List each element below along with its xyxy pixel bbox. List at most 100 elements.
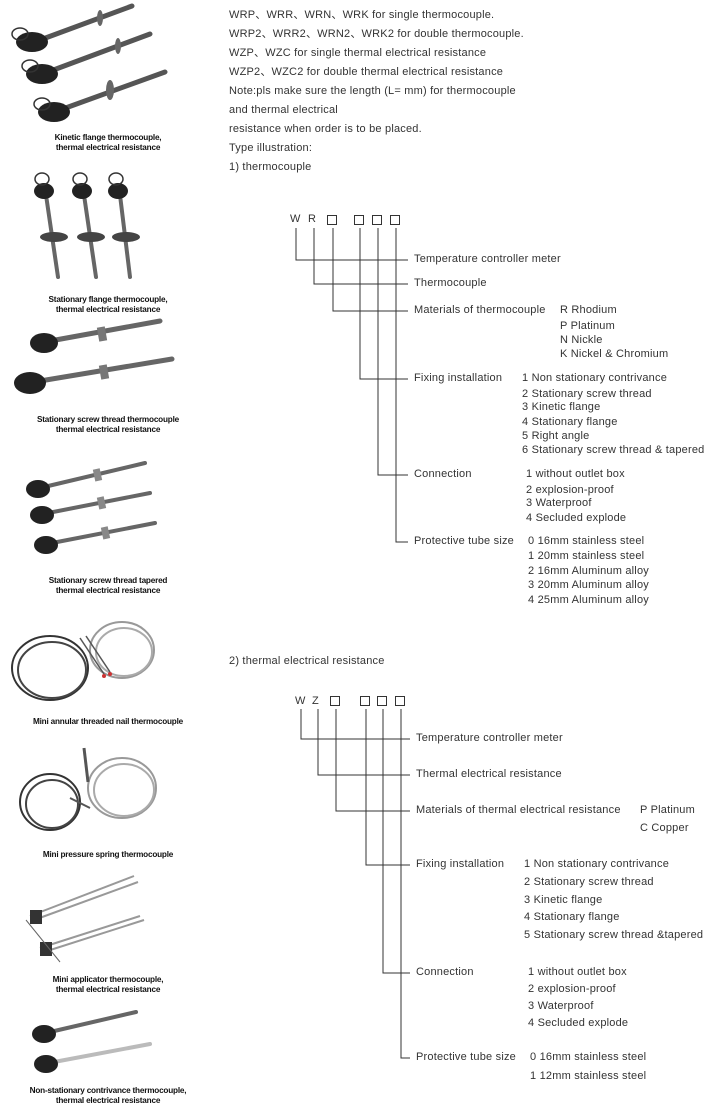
code-slot-box <box>377 696 387 706</box>
product-stationary-screw-thread: Stationary screw thread thermocouple the… <box>0 313 210 434</box>
legend-label: Thermal electrical resistance <box>416 768 562 780</box>
code-slot-box <box>372 215 382 225</box>
code-letter: W <box>295 695 306 707</box>
legend-option: 2 explosion-proof <box>528 983 616 995</box>
intro-line: and thermal electrical <box>229 104 338 116</box>
legend-option: 6 Stationary screw thread & tapered <box>522 444 705 456</box>
legend-option: 3 Waterproof <box>526 497 592 509</box>
code-slot-box <box>390 215 400 225</box>
legend-option: 1 Non stationary contrivance <box>524 858 670 870</box>
legend-option: 1 without outlet box <box>526 468 625 480</box>
legend-option: 4 Secluded explode <box>526 512 627 524</box>
product-caption: Kinetic flange thermocouple, thermal ele… <box>8 133 208 153</box>
legend-option: 2 16mm Aluminum alloy <box>528 565 649 577</box>
mini-pressure-spring-sensor-image <box>19 747 157 831</box>
caption-line: thermal electrical resistance <box>55 305 161 314</box>
legend-option: P Platinum <box>560 320 615 332</box>
mini-annular-sensor-image <box>11 621 155 701</box>
legend-label: Fixing installation <box>414 372 503 384</box>
legend-option: 2 Stationary screw thread <box>522 388 652 400</box>
legend-label: Protective tube size <box>416 1051 516 1063</box>
caption-line: thermal electrical resistance <box>55 143 161 152</box>
caption-line: Kinetic flange thermocouple, <box>54 133 162 142</box>
code-slot-box <box>354 215 364 225</box>
caption-line: Non-stationary contrivance thermocouple, <box>29 1086 187 1095</box>
intro-line: Note:pls make sure the length (L= mm) fo… <box>229 85 516 97</box>
product-non-stationary: Non-stationary contrivance thermocouple,… <box>0 1008 210 1105</box>
code-slot-box <box>327 215 337 225</box>
product-caption: Mini pressure spring thermocouple <box>8 850 208 860</box>
code-letter: R <box>308 213 317 225</box>
legend-label: Materials of thermal electrical resistan… <box>416 804 621 816</box>
legend-option: 5 Stationary screw thread &tapered <box>524 929 704 941</box>
legend-label: Temperature controller meter <box>416 732 563 744</box>
legend-option: 3 Waterproof <box>528 1000 594 1012</box>
legend-option: K Nickel & Chromium <box>560 348 669 360</box>
code-letter: Z <box>312 695 320 707</box>
legend-option: 4 Stationary flange <box>524 911 620 923</box>
legend-option: 1 12mm stainless steel <box>530 1070 647 1082</box>
legend-option: C Copper <box>640 822 689 834</box>
caption-line: Stationary screw thread thermocouple <box>36 415 180 424</box>
product-mini-annular: Mini annular threaded nail thermocouple <box>0 608 210 726</box>
intro-notes: WRP、WRR、WRN、WRK for single thermocouple.… <box>229 6 524 177</box>
resistance-heading: 2) thermal electrical resistance <box>229 655 385 667</box>
product-caption: Mini applicator thermocouple, thermal el… <box>8 975 208 995</box>
stationary-screw-thread-sensor-image <box>14 318 175 394</box>
legend-label: Materials of thermocouple <box>414 304 546 316</box>
stationary-flange-sensor-image <box>34 172 140 279</box>
legend-option: 1 Non stationary contrivance <box>522 372 668 384</box>
product-stationary-screw-thread-tapered: Stationary screw thread tapered thermal … <box>0 455 210 595</box>
caption-line: Mini applicator thermocouple, <box>52 975 164 984</box>
intro-line: WRP、WRR、WRN、WRK for single thermocouple. <box>229 9 495 21</box>
code-letter: W <box>290 213 301 225</box>
intro-line: 1) thermocouple <box>229 161 312 173</box>
legend-option: 1 without outlet box <box>528 966 627 978</box>
legend-option: 3 Kinetic flange <box>524 894 603 906</box>
product-caption: Stationary screw thread thermocouple the… <box>8 415 208 435</box>
product-mini-applicator: Mini applicator thermocouple, thermal el… <box>0 872 210 994</box>
code-slot-box <box>360 696 370 706</box>
intro-line: Type illustration: <box>229 142 313 154</box>
legend-label: Protective tube size <box>414 535 514 547</box>
legend-option: 3 20mm Aluminum alloy <box>528 579 649 591</box>
product-column: Kinetic flange thermocouple, thermal ele… <box>0 0 210 1106</box>
legend-option: 4 Secluded explode <box>528 1017 629 1029</box>
legend-label: Connection <box>414 468 472 480</box>
legend-option: 4 25mm Aluminum alloy <box>528 594 649 606</box>
legend-label: Temperature controller meter <box>414 253 561 265</box>
legend-label: Fixing installation <box>416 858 505 870</box>
product-caption: Stationary screw thread tapered thermal … <box>8 576 208 596</box>
code-slot-box <box>330 696 340 706</box>
intro-line: resistance when order is to be placed. <box>229 123 422 135</box>
caption-line: Mini annular threaded nail thermocouple <box>32 717 184 726</box>
product-mini-pressure-spring: Mini pressure spring thermocouple <box>0 742 210 859</box>
intro-line: WZP2、WZC2 for double thermal electrical … <box>229 66 504 78</box>
legend-option: 1 20mm stainless steel <box>528 550 645 562</box>
legend-option: 3 Kinetic flange <box>522 401 601 413</box>
legend-option: 4 Stationary flange <box>522 416 618 428</box>
caption-line: thermal electrical resistance <box>55 985 161 994</box>
intro-line: WRP2、WRR2、WRN2、WRK2 for double thermocou… <box>229 28 524 40</box>
caption-line: Stationary screw thread tapered <box>48 576 168 585</box>
legend-option: 5 Right angle <box>522 430 590 442</box>
legend-option: 2 Stationary screw thread <box>524 876 654 888</box>
kinetic-flange-sensor-image <box>11 3 168 122</box>
caption-line: thermal electrical resistance <box>55 425 161 434</box>
legend-option: R Rhodium <box>560 304 617 316</box>
product-kinetic-flange: Kinetic flange thermocouple, thermal ele… <box>0 0 210 152</box>
product-stationary-flange: Stationary flange thermocouple, thermal … <box>0 165 210 314</box>
caption-line: Stationary flange thermocouple, <box>48 295 168 304</box>
code-slot-box <box>395 696 405 706</box>
legend-label: Thermocouple <box>414 277 487 289</box>
legend-option: 0 16mm stainless steel <box>528 535 645 547</box>
caption-line: Mini pressure spring thermocouple <box>42 850 174 859</box>
caption-line: thermal electrical resistance <box>55 586 161 595</box>
legend-option: 2 explosion-proof <box>526 484 614 496</box>
caption-line: thermal electrical resistance <box>55 1096 161 1105</box>
product-caption: Mini annular threaded nail thermocouple <box>8 717 208 727</box>
legend-label: Connection <box>416 966 474 978</box>
product-caption: Non-stationary contrivance thermocouple,… <box>8 1086 208 1106</box>
legend-option: P Platinum <box>640 804 695 816</box>
